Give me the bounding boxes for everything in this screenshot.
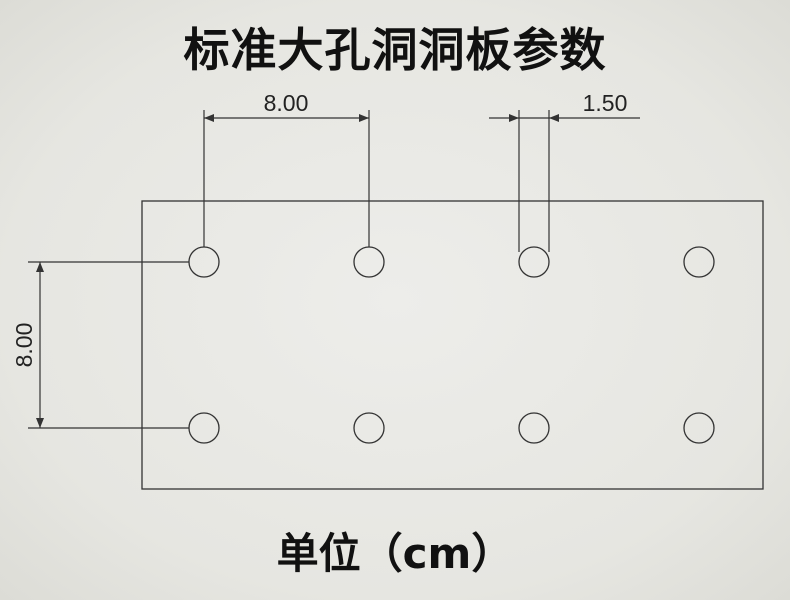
hole: [353, 246, 385, 278]
dimension-hole-diameter: 1.50: [489, 90, 640, 252]
unit-label: 单位（cm）: [276, 529, 514, 578]
hole: [683, 412, 715, 444]
dimension-label-vertical: 8.00: [11, 323, 37, 368]
hole: [188, 412, 220, 444]
dimension-vertical-spacing: 8.00: [11, 261, 189, 429]
hole: [518, 412, 550, 444]
dimension-label-horizontal: 8.00: [264, 90, 309, 116]
dimension-horizontal-spacing: 8.00: [203, 90, 370, 247]
hole: [518, 246, 550, 278]
dimension-label-diameter: 1.50: [583, 90, 628, 116]
hole: [188, 246, 220, 278]
page-title: 标准大孔洞洞板参数: [183, 23, 607, 77]
hole: [683, 246, 715, 278]
board-outline: [141, 200, 764, 490]
hole-grid: [188, 246, 715, 444]
hole: [353, 412, 385, 444]
